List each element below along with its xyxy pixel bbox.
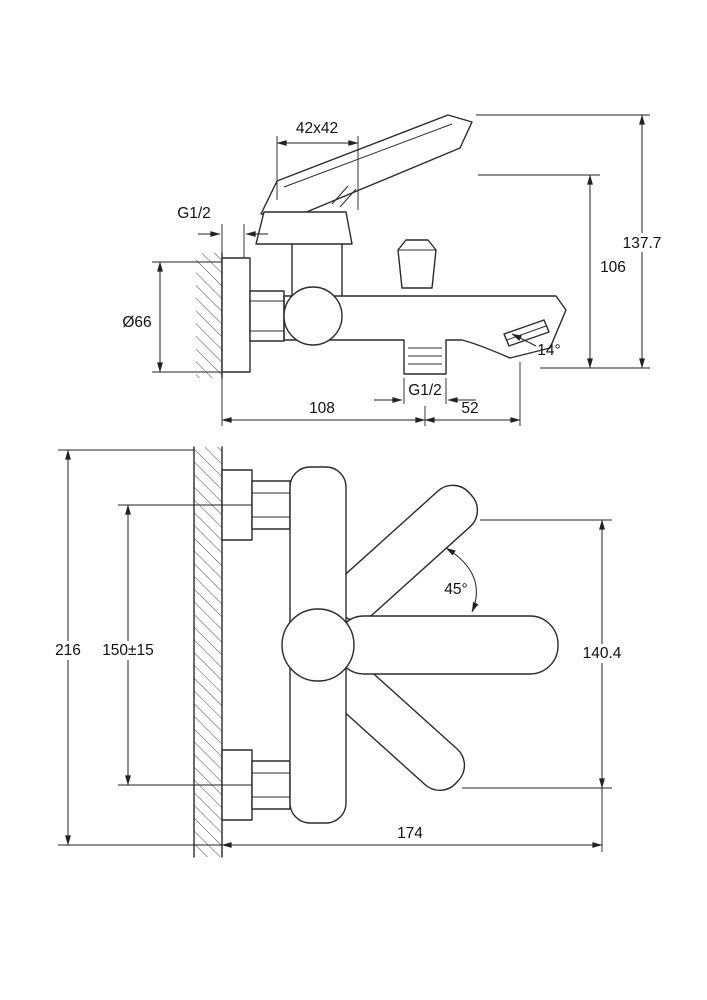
- dim-mount-centers: 150±15: [94, 504, 252, 786]
- dim-handle-square: 42x42: [276, 120, 359, 210]
- wall-plate: [221, 257, 251, 373]
- dim-label-wall-to-shower: 108: [309, 400, 335, 417]
- dim-label-handle-swing: 45°: [444, 581, 467, 598]
- body-bulge-side: [283, 286, 343, 346]
- body-neck: [291, 243, 343, 297]
- handle-position-up: [331, 484, 479, 622]
- dim-label-plate-diameter: Ø66: [122, 314, 151, 331]
- front-view: 45° 140.4 216 150±15 174: [48, 446, 630, 858]
- side-view: 42x42 137.7 106 G1/2 Ø66: [122, 114, 669, 426]
- dim-label-height-to-spout: 106: [600, 259, 626, 276]
- wall-hatch: [196, 253, 222, 378]
- dim-handle-swing: 45°: [438, 547, 479, 613]
- dim-label-overall-height-side: 137.7: [623, 235, 662, 252]
- dim-label-wall-thread: G1/2: [177, 205, 211, 222]
- dim-label-overall-height-front: 216: [55, 642, 81, 659]
- connection-nut-top: [251, 480, 291, 530]
- dim-shower-thread: G1/2: [374, 378, 476, 404]
- dim-plate-diameter: Ø66: [122, 261, 222, 373]
- dim-height-to-spout: 106: [478, 174, 630, 369]
- dim-label-overall-width: 174: [397, 825, 423, 842]
- cartridge-cap: [255, 211, 353, 245]
- dim-body-height-front: 140.4: [462, 519, 630, 789]
- shower-outlet-threads: [408, 347, 442, 365]
- dim-label-body-height-front: 140.4: [583, 645, 622, 662]
- dim-label-spout-angle: 14°: [537, 342, 560, 359]
- dim-label-handle-square: 42x42: [296, 120, 338, 137]
- body-bulge-front: [281, 608, 355, 682]
- wall-hatch-front: [194, 447, 222, 857]
- dim-wall-thread: G1/2: [177, 205, 268, 258]
- connection-nut-bottom: [251, 760, 291, 810]
- dim-label-shower-thread: G1/2: [408, 382, 442, 399]
- dim-shower-to-spout: 52: [424, 400, 521, 423]
- dim-wall-to-shower: 108: [221, 362, 521, 426]
- handle-lever: [260, 114, 473, 217]
- dim-overall-width: 174: [221, 788, 603, 852]
- diverter-knob: [397, 239, 437, 289]
- dim-overall-height-side: 137.7: [476, 114, 669, 369]
- lever-knurl-marks: [331, 185, 357, 208]
- dim-overall-height-front: 216: [48, 449, 222, 846]
- dim-label-mount-centers: 150±15: [102, 642, 154, 659]
- dim-label-shower-to-spout: 52: [461, 400, 478, 417]
- spout-front: [335, 615, 559, 675]
- dim-spout-angle: 14°: [511, 333, 561, 359]
- inlet-nut: [249, 290, 285, 342]
